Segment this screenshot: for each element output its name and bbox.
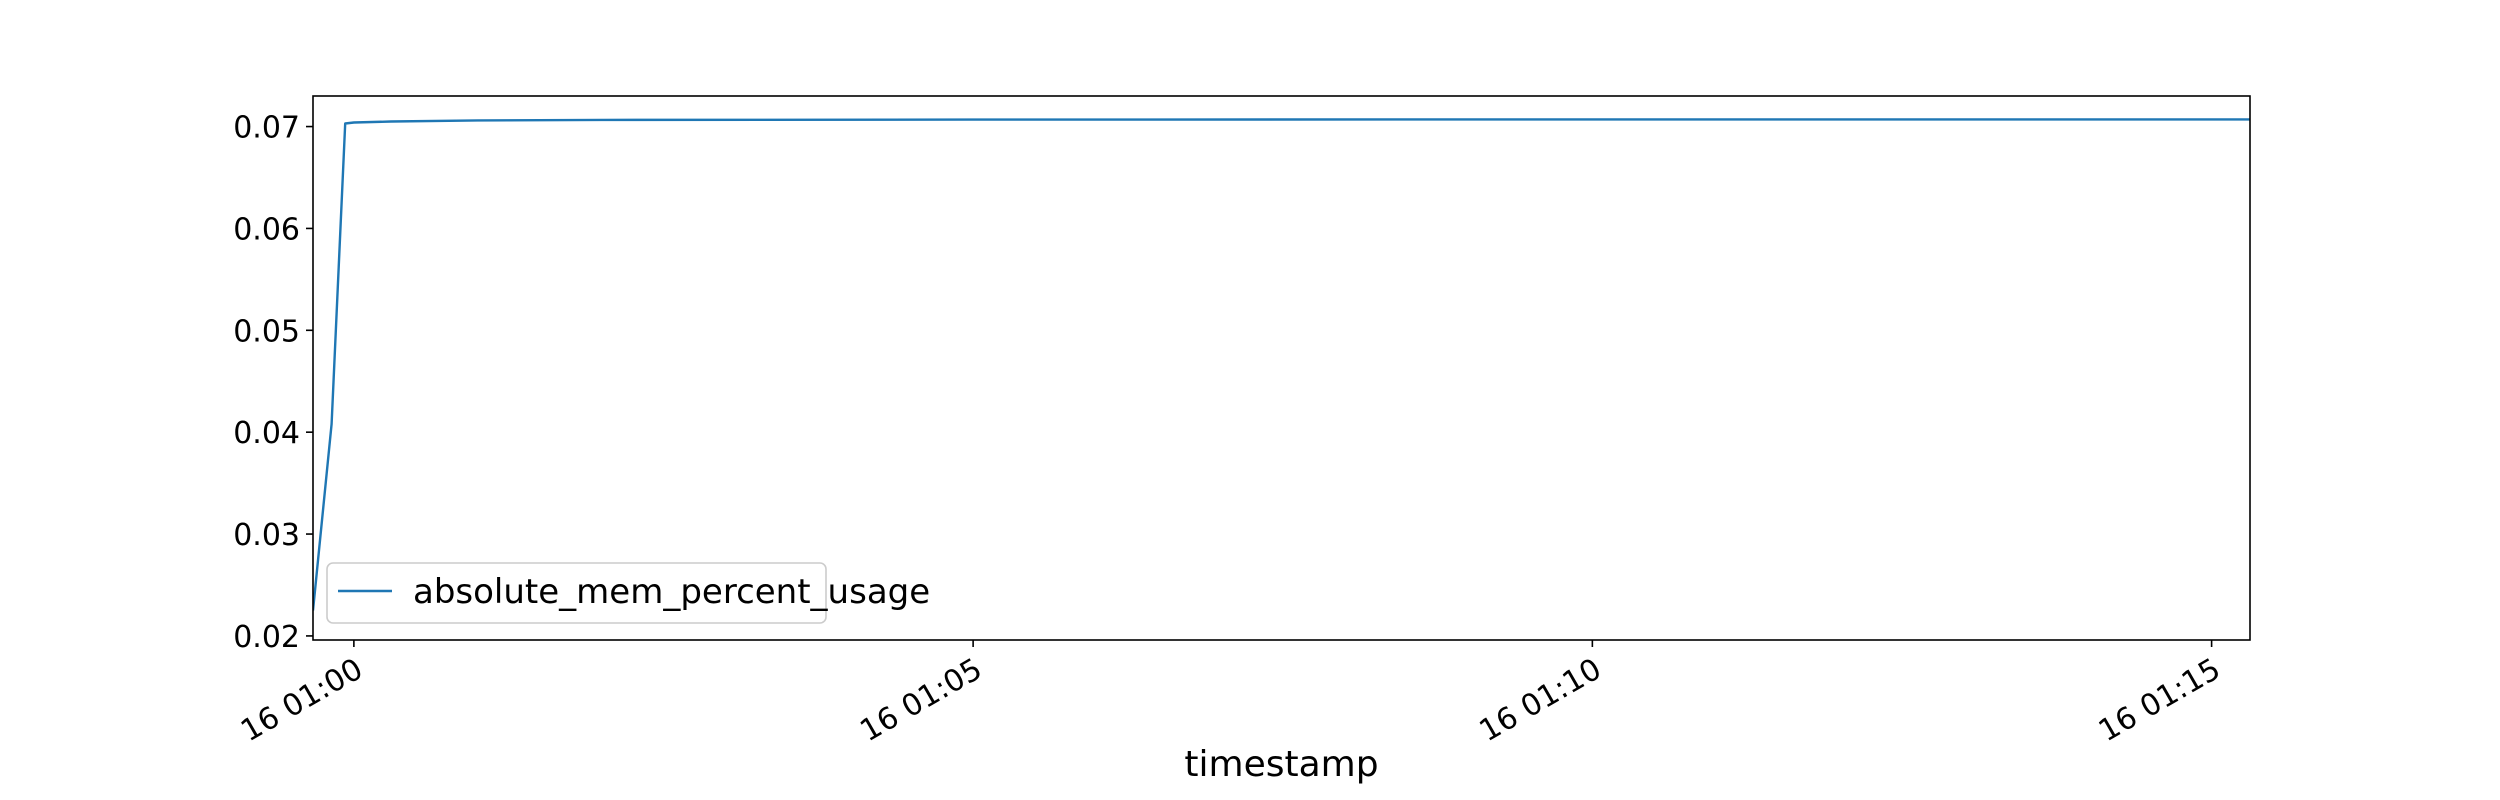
series-layer [313, 118, 2250, 611]
y-axis: 0.02 0.03 0.04 0.05 0.06 0.07 [233, 111, 313, 655]
series-line-0 [313, 118, 2250, 611]
y-tick-label: 0.03 [233, 518, 300, 553]
y-tick-label: 0.06 [233, 212, 300, 247]
legend-label: absolute_mem_percent_usage [413, 572, 930, 612]
y-tick-label: 0.02 [233, 620, 300, 655]
x-axis-title: timestamp [1184, 744, 1378, 785]
y-tick-label: 0.04 [233, 416, 300, 451]
y-tick-label: 0.07 [233, 111, 300, 146]
axes-background [313, 96, 2250, 640]
axes-frame [312, 95, 2251, 641]
y-tick-label: 0.05 [233, 314, 300, 349]
plot-area [312, 95, 2251, 641]
legend-box [326, 562, 827, 624]
legend: absolute_mem_percent_usage [326, 562, 930, 624]
